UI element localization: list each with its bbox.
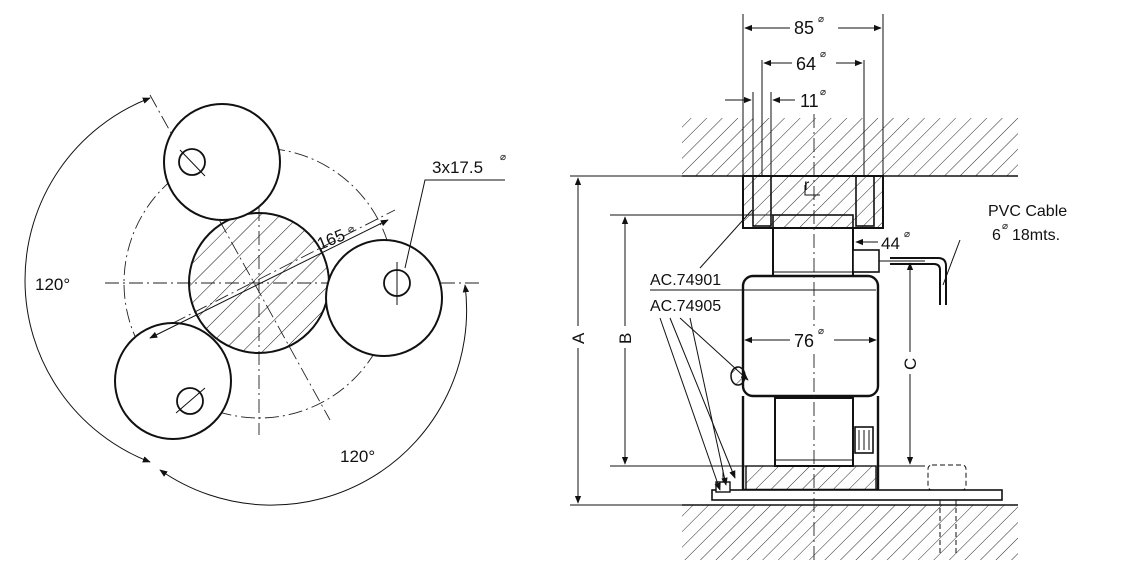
center-column-section — [188, 212, 330, 354]
pcd-label: 165 — [314, 225, 347, 253]
elevation-view: 85 ⌀ 64 ⌀ 11 ⌀ r 44 ⌀ 76 ⌀ A B — [568, 14, 1067, 560]
base-plate — [711, 489, 1003, 501]
cable-connector — [852, 249, 880, 273]
pcd-dia-symbol: ⌀ — [348, 224, 354, 235]
angle-label-bottom: 120° — [340, 447, 375, 466]
svg-text:⌀: ⌀ — [818, 14, 824, 25]
holes-dia-symbol: ⌀ — [500, 152, 506, 163]
base-block — [745, 465, 877, 491]
plan-view: 120° 120° 165 ⌀ 3x17.5 ⌀ — [24, 94, 506, 506]
angle-arc-left — [24, 97, 151, 463]
cable-leader — [942, 239, 961, 286]
leader-74901 — [699, 209, 753, 269]
angle-arc-right — [159, 284, 470, 506]
top-structure-hatch — [682, 118, 1018, 176]
leaders-74905 — [659, 317, 749, 491]
load-cell-head — [772, 227, 854, 277]
lobe-bottom — [114, 322, 232, 440]
dim-c-label: C — [901, 358, 920, 370]
part-label-74905: AC.74905 — [650, 298, 721, 315]
svg-text:⌀: ⌀ — [818, 326, 824, 337]
lobe-right — [325, 239, 443, 357]
dim-76-label: 76 — [794, 331, 814, 351]
part-label-74901: AC.74901 — [650, 272, 721, 289]
dim-b-label: B — [616, 333, 635, 344]
top-plate — [742, 175, 884, 229]
dim-11-label: 11 — [800, 91, 819, 111]
dim-44-label: 44 — [881, 234, 900, 253]
svg-text:⌀: ⌀ — [1002, 221, 1008, 232]
dim-85-label: 85 — [794, 18, 814, 38]
dim-64-label: 64 — [796, 54, 816, 74]
svg-text:⌀: ⌀ — [904, 229, 910, 240]
radius-label: r — [804, 177, 810, 194]
anchor-bolt-head — [927, 464, 967, 491]
cable-label-dia: 6 — [992, 227, 1001, 244]
cable-label-length: 18mts. — [1012, 227, 1060, 244]
dim-a-label: A — [569, 332, 588, 344]
floor-hatch — [682, 505, 1018, 560]
pvc-cable — [890, 257, 947, 305]
svg-text:⌀: ⌀ — [820, 87, 826, 98]
holes-label: 3x17.5 — [432, 158, 483, 177]
angle-label-top: 120° — [35, 275, 70, 294]
holes-leader — [404, 179, 505, 269]
cable-label-line1: PVC Cable — [988, 203, 1067, 220]
svg-text:⌀: ⌀ — [820, 49, 826, 60]
